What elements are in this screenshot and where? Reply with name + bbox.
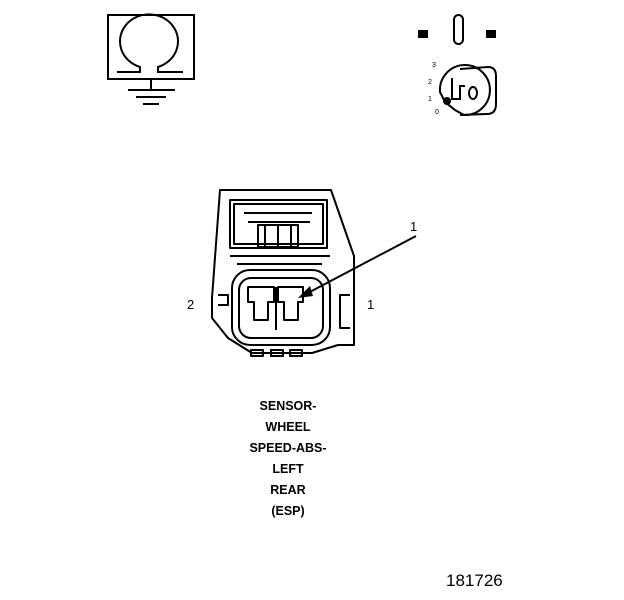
component-caption: SENSOR- WHEEL SPEED-ABS- LEFT REAR (ESP) bbox=[212, 396, 364, 522]
key-position-dot bbox=[443, 97, 451, 105]
caption-line: SENSOR- bbox=[259, 399, 317, 413]
caption-line: LEFT bbox=[272, 462, 304, 476]
key-position-label: 0 bbox=[435, 109, 439, 116]
caption-line: SPEED-ABS- bbox=[249, 441, 327, 455]
key-position-label: 1 bbox=[428, 96, 432, 103]
callout-number: 1 bbox=[410, 219, 418, 234]
pin-label-right: 1 bbox=[367, 297, 375, 312]
key-position-label: 2 bbox=[428, 79, 432, 86]
caption-line: REAR bbox=[270, 483, 306, 497]
pin-label-left: 2 bbox=[187, 297, 195, 312]
caption-line: WHEEL bbox=[265, 420, 311, 434]
callout-leader bbox=[298, 235, 417, 298]
switch-contact-right bbox=[486, 30, 496, 38]
switch-contact-left bbox=[418, 30, 428, 38]
figure-number: 181726 bbox=[446, 571, 503, 590]
ground-omega-icon bbox=[107, 13, 195, 105]
key-position-label: 3 bbox=[432, 62, 436, 69]
connector-face-icon bbox=[211, 189, 355, 357]
switch-blade bbox=[453, 14, 464, 45]
caption-line: (ESP) bbox=[271, 504, 305, 518]
ignition-key-icon bbox=[418, 14, 497, 117]
